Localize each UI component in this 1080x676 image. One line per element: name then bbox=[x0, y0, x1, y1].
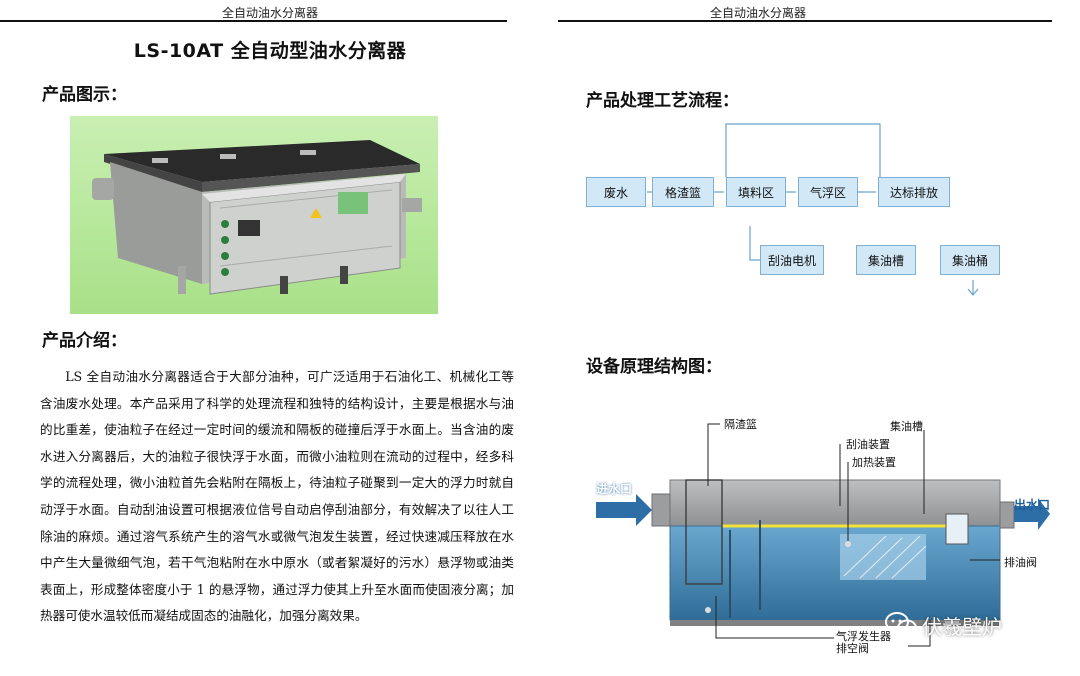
watermark-text: 伏羲壁炉 bbox=[922, 614, 1002, 639]
oil-valve-label: 排油阀 bbox=[1004, 556, 1037, 569]
drain-valve-label: 排空阀 bbox=[836, 642, 869, 655]
oil-trough-label: 集油槽 bbox=[890, 420, 923, 433]
intro-text: LS 全自动油水分离器适合于大部分油种，可广泛适用于石油化工、机械化工等含油废水… bbox=[40, 369, 514, 624]
flow-box-flotation-zone: 气浮区 bbox=[798, 177, 858, 207]
chat-bubble-icon bbox=[885, 612, 917, 637]
structure-diagram: 进水口 出水口 隔渣篮 集油槽 刮油装置 加热装置 排油阀 气浮发生器 排空阀 bbox=[590, 410, 1050, 670]
bubble-generator-label: 气浮发生器 bbox=[836, 630, 891, 643]
intro-paragraph: LS 全自动油水分离器适合于大部分油种，可广泛适用于石油化工、机械化工等含油废水… bbox=[40, 364, 514, 630]
left-page: 全自动油水分离器 LS-10AT 全自动型油水分离器 产品图示： bbox=[0, 6, 514, 630]
section-heading-process: 产品处理工艺流程： bbox=[586, 91, 739, 111]
scraper-device-label: 刮油装置 bbox=[846, 438, 890, 451]
inlet-label: 进水口 bbox=[596, 482, 633, 496]
running-head: 全自动油水分离器 bbox=[709, 6, 806, 20]
flow-box-scraper-motor: 刮油电机 bbox=[760, 245, 824, 275]
section-heading-intro: 产品介绍： bbox=[42, 331, 127, 351]
section-heading-figure: 产品图示： bbox=[42, 85, 127, 105]
slag-basket-label: 隔渣篮 bbox=[724, 418, 757, 431]
flow-box-grid-basket: 格渣篮 bbox=[652, 177, 714, 207]
header-rule bbox=[0, 20, 507, 22]
process-flow-diagram: 废水 格渣篮 填料区 气浮区 达标排放 刮油电机 集油槽 集油桶 bbox=[580, 118, 1020, 318]
flow-box-waste-water: 废水 bbox=[586, 177, 646, 207]
outlet-label: 出水口 bbox=[1014, 498, 1051, 512]
document-title: LS-10AT 全自动型油水分离器 bbox=[133, 40, 407, 62]
flow-box-oil-trough: 集油槽 bbox=[856, 245, 916, 275]
watermark: 伏羲壁炉 bbox=[884, 610, 1002, 640]
flow-box-oil-bucket: 集油桶 bbox=[940, 245, 1000, 275]
section-heading-structure: 设备原理结构图： bbox=[586, 357, 722, 377]
heater-device-label: 加热装置 bbox=[852, 456, 896, 469]
right-page: 全自动油水分离器 产品处理工艺流程： 废水 格渣篮 填料区 气浮区 bbox=[540, 0, 1080, 676]
running-head: 全自动油水分离器 bbox=[221, 6, 318, 20]
flow-box-filler-zone: 填料区 bbox=[726, 177, 786, 207]
flow-box-discharge: 达标排放 bbox=[878, 177, 950, 207]
header-rule bbox=[558, 20, 1052, 22]
product-photo bbox=[70, 116, 438, 314]
